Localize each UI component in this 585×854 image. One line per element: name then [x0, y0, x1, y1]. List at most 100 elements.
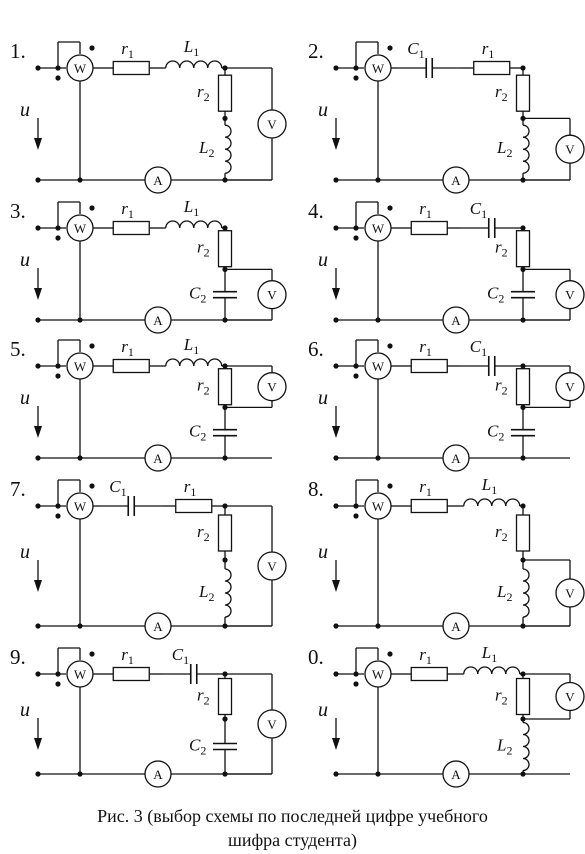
voltmeter-letter: V	[267, 288, 277, 303]
label-l2-letter: L	[496, 736, 506, 755]
junction-dot	[55, 671, 61, 677]
resistor-r2	[217, 368, 233, 406]
resistor-r1	[112, 60, 150, 76]
voltage-label: u	[318, 249, 328, 271]
ammeter-letter: A	[153, 313, 163, 328]
voltage-label: u	[20, 541, 30, 563]
resistor-r1	[112, 358, 150, 374]
label-r1: r1	[482, 39, 495, 61]
label-r2-letter: r	[197, 82, 204, 101]
label-l2: L2	[496, 736, 512, 758]
resistor-r1	[410, 666, 448, 682]
circuit-number: 0.	[308, 645, 324, 669]
label-r2-letter: r	[197, 686, 204, 705]
label-c2: C2	[189, 422, 206, 444]
resistor-r2	[515, 368, 531, 406]
resistor-r1	[175, 498, 213, 514]
label-r1-letter: r	[121, 645, 128, 664]
label-r2-subscript: 2	[502, 384, 508, 398]
label-r1-letter: r	[184, 477, 191, 496]
resistor-r1	[410, 220, 448, 236]
wattmeter-marker-dot	[353, 235, 359, 241]
label-l2: L2	[198, 138, 214, 160]
voltmeter-letter: V	[267, 380, 277, 395]
wattmeter-letter: W	[74, 499, 87, 514]
circuit-number: 5.	[10, 337, 26, 361]
voltmeter-letter: V	[565, 288, 575, 303]
ammeter-letter: A	[153, 451, 163, 466]
label-c1-letter: C	[470, 199, 482, 218]
wattmeter-marker-dot	[387, 651, 393, 657]
label-r1-letter: r	[419, 645, 426, 664]
resistor-r1	[410, 498, 448, 514]
label-r2: r2	[197, 238, 210, 260]
label-c2-subscript: 2	[498, 292, 504, 306]
label-r1-letter: r	[419, 477, 426, 496]
inductor-l1	[165, 220, 223, 229]
label-c2-letter: C	[487, 284, 499, 303]
figure-caption: Рис. 3 (выбор схемы по последней цифре у…	[0, 804, 585, 852]
voltage-arrow-head	[34, 738, 42, 750]
junction-dot	[353, 65, 359, 71]
label-r2-letter: r	[495, 686, 502, 705]
label-r1: r1	[121, 645, 134, 667]
label-r1-subscript: 1	[426, 345, 432, 359]
label-r1-subscript: 1	[128, 345, 134, 359]
label-c2-letter: C	[487, 422, 499, 441]
label-r2-letter: r	[197, 376, 204, 395]
label-r1-subscript: 1	[426, 207, 432, 221]
voltmeter-letter: V	[565, 690, 575, 705]
voltmeter-letter: V	[267, 559, 277, 574]
label-r2: r2	[495, 376, 508, 398]
ammeter-letter: A	[451, 173, 461, 188]
wattmeter-marker-dot	[353, 75, 359, 81]
label-r1-letter: r	[419, 337, 426, 356]
resistor-r1	[112, 666, 150, 682]
label-c1: C1	[470, 199, 487, 221]
label-r1: r1	[121, 337, 134, 359]
label-r1-subscript: 1	[426, 485, 432, 499]
voltage-label: u	[20, 99, 30, 121]
wattmeter-marker-dot	[387, 205, 393, 211]
label-r2-subscript: 2	[502, 694, 508, 708]
voltmeter-letter: V	[565, 380, 575, 395]
label-r2-letter: r	[495, 82, 502, 101]
junction-dot	[55, 65, 61, 71]
wattmeter-marker-dot	[89, 483, 95, 489]
label-r2-letter: r	[197, 238, 204, 257]
wattmeter-marker-dot	[55, 513, 61, 519]
wattmeter-marker-dot	[55, 681, 61, 687]
ammeter-letter: A	[451, 451, 461, 466]
wattmeter-marker-dot	[353, 681, 359, 687]
junction-dot	[55, 363, 61, 369]
voltage-label: u	[318, 99, 328, 121]
wattmeter-letter: W	[74, 667, 87, 682]
voltmeter-letter: V	[565, 586, 575, 601]
label-r1: r1	[419, 337, 432, 359]
label-r1: r1	[121, 199, 134, 221]
junction-dot	[353, 503, 359, 509]
wattmeter-letter: W	[372, 359, 385, 374]
label-c2-letter: C	[189, 422, 201, 441]
voltage-label: u	[318, 541, 328, 563]
label-l2-subscript: 2	[506, 590, 512, 604]
inductor-l2	[522, 124, 530, 174]
label-r1-subscript: 1	[426, 653, 432, 667]
wattmeter-marker-dot	[387, 343, 393, 349]
label-l1-letter: L	[183, 197, 193, 216]
voltage-label: u	[20, 699, 30, 721]
voltage-arrow-head	[332, 138, 340, 150]
resistor-r2	[515, 230, 531, 268]
resistor-r2	[515, 74, 531, 112]
label-r1-letter: r	[482, 39, 489, 58]
wattmeter-marker-dot	[89, 651, 95, 657]
label-l2: L2	[496, 582, 512, 604]
label-c1-letter: C	[172, 645, 184, 664]
label-c2-subscript: 2	[200, 430, 206, 444]
resistor-r2	[515, 677, 531, 716]
resistor-r2	[217, 230, 233, 268]
